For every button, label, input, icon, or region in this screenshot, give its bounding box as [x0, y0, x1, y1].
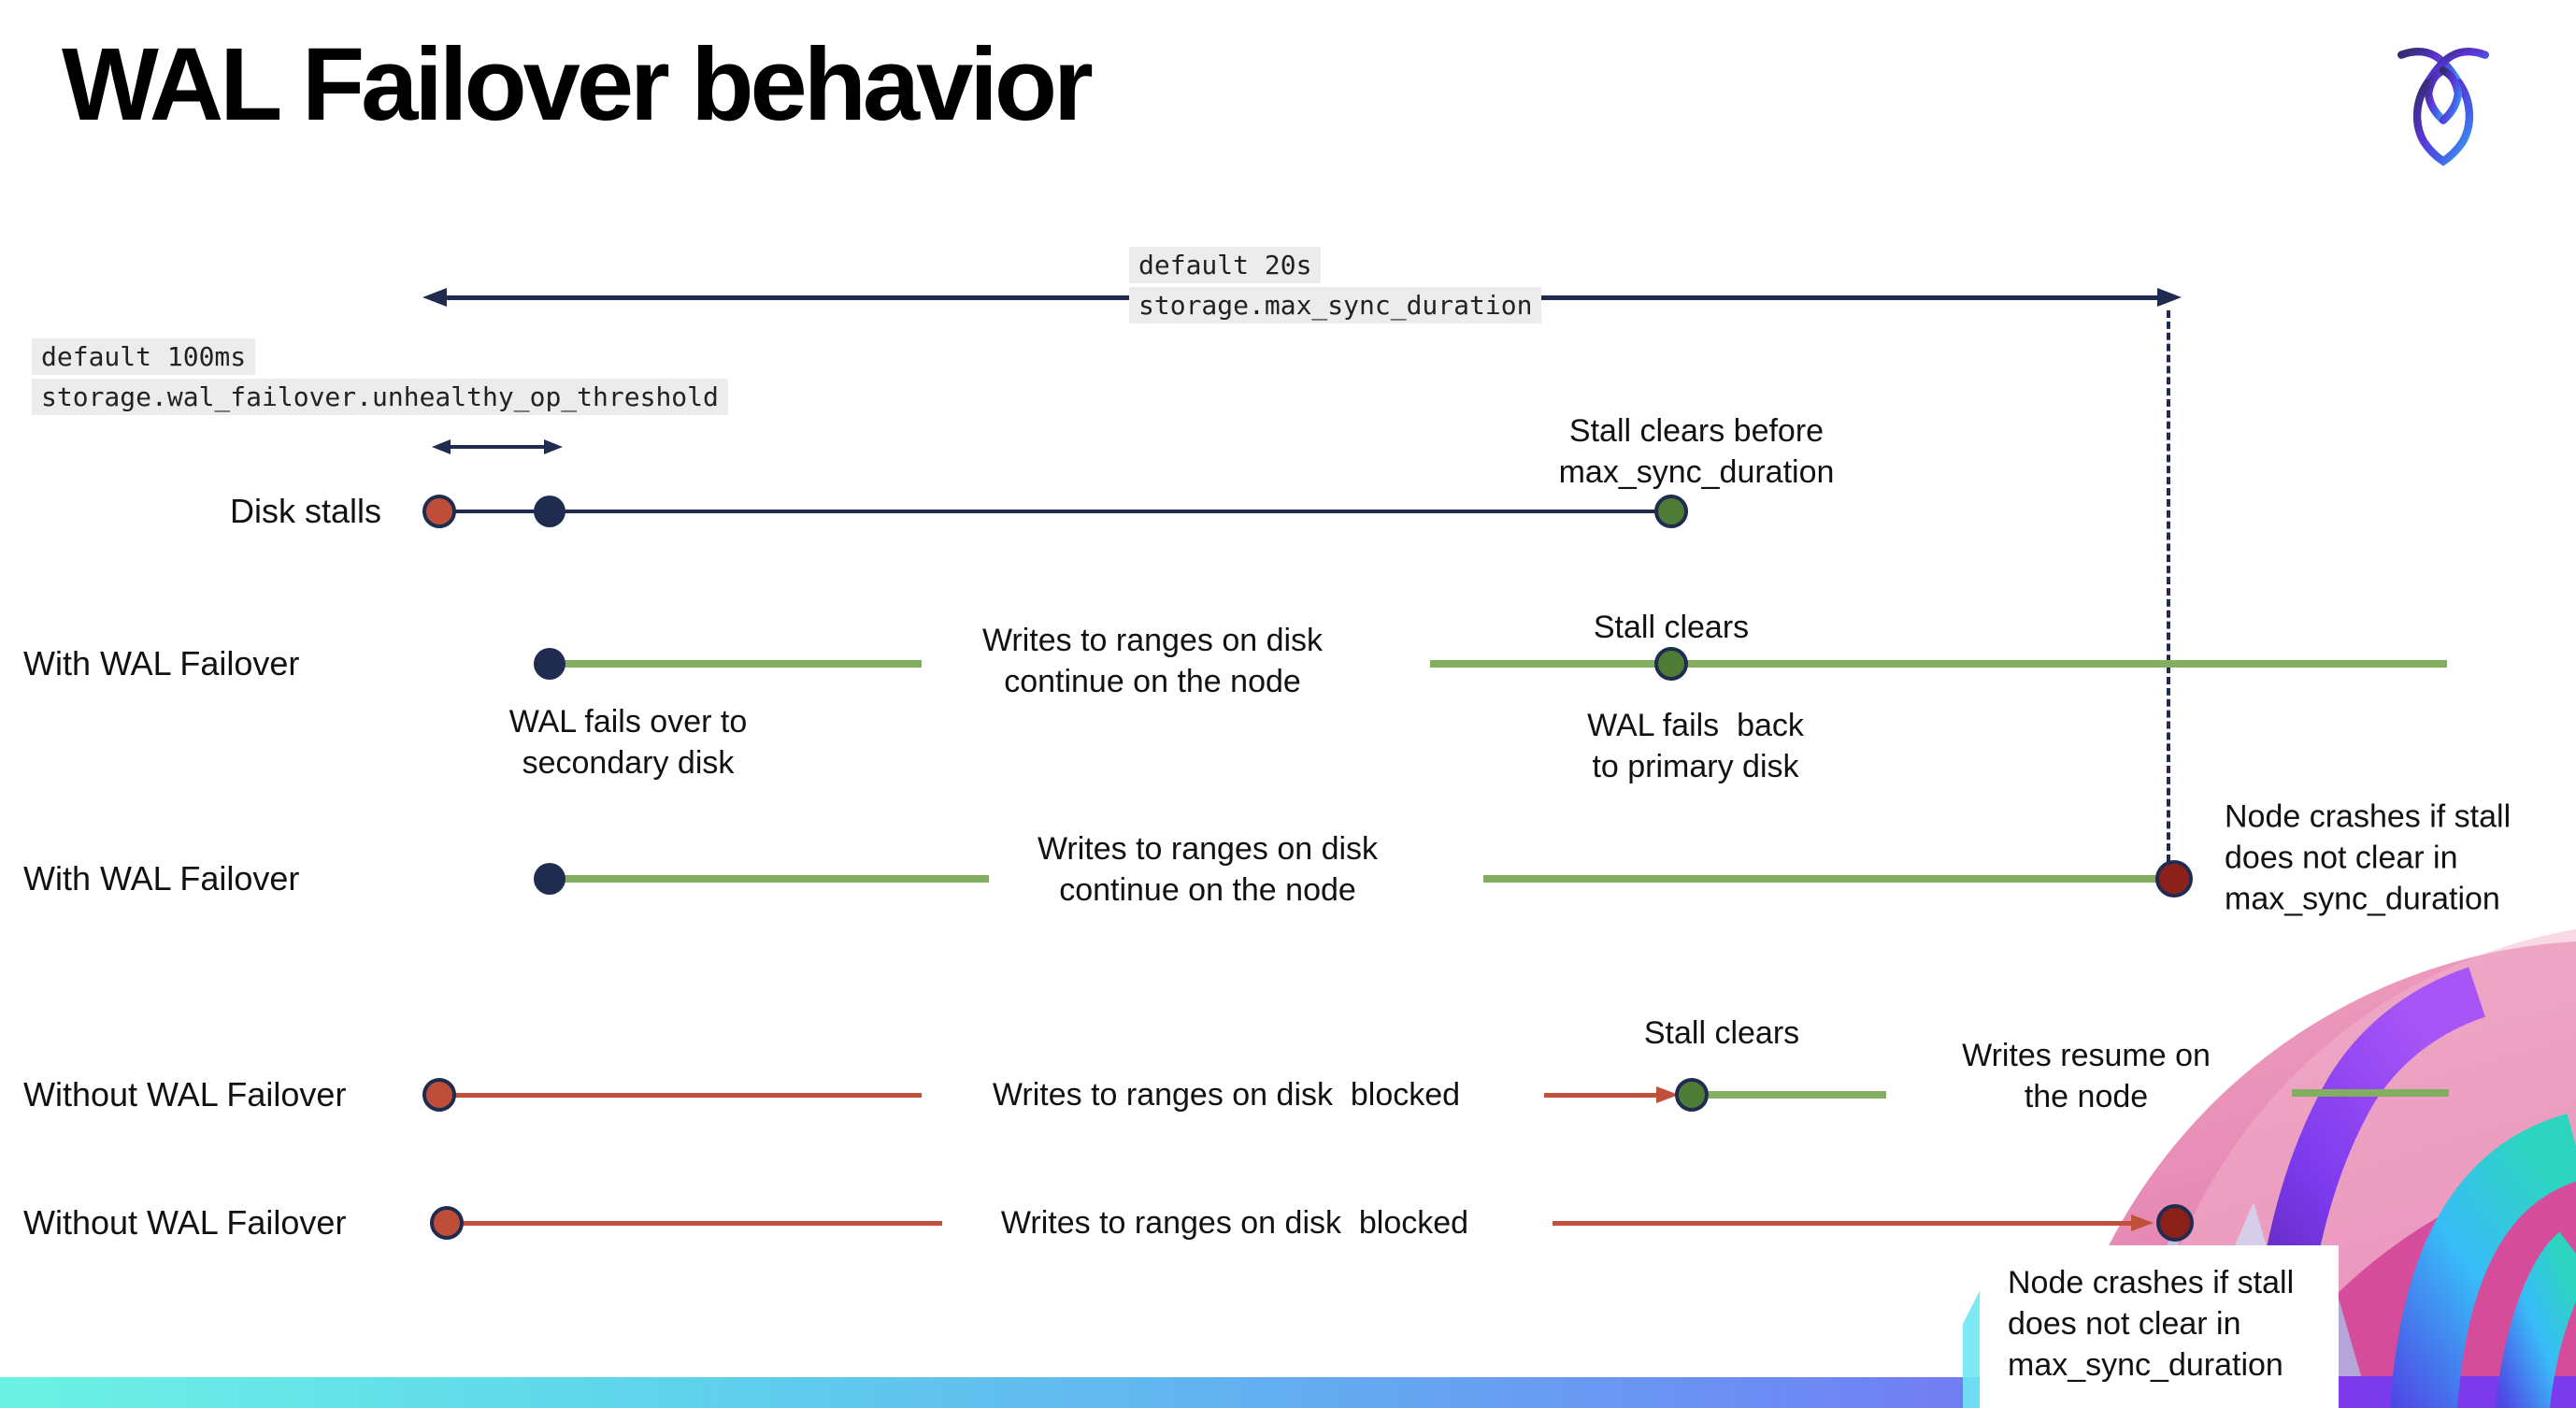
stall-start-dot-2 — [422, 1078, 456, 1112]
writes-resume-line-b — [2292, 1089, 2449, 1097]
unhealthy-op-threshold-label: default 100ms storage.wal_failover.unhea… — [32, 338, 728, 419]
row-label-with-wal-failover-1: With WAL Failover — [23, 644, 300, 682]
annotation-writes-blocked-2: Writes to ranges on disk blocked — [1000, 1204, 1469, 1241]
annotation-stall-clears-before: Stall clears before max_sync_duration — [1558, 412, 1835, 490]
blocked-arrow-head-icon-2 — [2131, 1214, 2154, 1231]
annotation-writes-continue-2: Writes to ranges on disk continue on the… — [1037, 830, 1379, 908]
arrow-right-head-icon — [2157, 288, 2182, 307]
annotation-wal-fails-back: WAL fails back to primary disk — [1587, 707, 1804, 784]
annotation-wal-fails-over: WAL fails over to secondary disk — [508, 703, 748, 781]
writes-blocked-line-1a — [455, 1093, 922, 1098]
stall-start-dot — [422, 495, 456, 528]
row-label-with-wal-failover-2: With WAL Failover — [23, 859, 300, 898]
annotation-writes-resume: Writes resume on the node — [1962, 1037, 2211, 1114]
row-label-without-wal-failover-1: Without WAL Failover — [23, 1075, 347, 1113]
node-crash-dot-2 — [2156, 1204, 2194, 1242]
writes-continue-line-2b — [1483, 875, 2161, 883]
max-sync-deadline-dashed-line — [2167, 310, 2170, 862]
annotation-node-crashes-1: Node crashes if stall does not clear in … — [2225, 798, 2512, 918]
stall-clears-dot-2 — [1654, 647, 1688, 681]
writes-continue-line-1a — [562, 660, 922, 668]
row-label-disk-stalls: Disk stalls — [230, 492, 382, 530]
arrow-left-head-icon — [422, 288, 447, 307]
disk-stall-timeline-line — [439, 510, 1671, 513]
max-sync-duration-label: default 20s storage.max_sync_duration — [1129, 247, 1542, 327]
writes-blocked-line-1b — [1544, 1093, 1660, 1098]
writes-resume-line-a — [1709, 1091, 1886, 1099]
stall-clears-dot-3 — [1675, 1078, 1709, 1112]
page-title: WAL Failover behavior — [62, 27, 1094, 142]
max-sync-default-text: default 20s — [1129, 247, 1322, 283]
wal-failover-dot — [534, 648, 565, 680]
writes-blocked-line-2b — [1553, 1221, 2135, 1226]
writes-continue-line-2a — [562, 875, 989, 883]
cockroachdb-logo-icon — [2397, 47, 2489, 166]
stall-clears-dot — [1654, 495, 1688, 528]
annotation-stall-clears-1: Stall clears — [1593, 609, 1750, 645]
annotation-writes-blocked-1: Writes to ranges on disk blocked — [992, 1076, 1461, 1113]
threshold-reached-dot — [534, 496, 565, 527]
max-sync-setting-text: storage.max_sync_duration — [1129, 287, 1542, 323]
blocked-arrow-head-icon-1 — [1656, 1086, 1679, 1103]
annotation-writes-continue-1: Writes to ranges on disk continue on the… — [981, 622, 1324, 699]
annotation-stall-clears-2: Stall clears — [1643, 1014, 1800, 1051]
threshold-arrow-line — [447, 445, 548, 449]
wal-failover-dot-2 — [534, 863, 565, 895]
threshold-setting-text: storage.wal_failover.unhealthy_op_thresh… — [32, 379, 728, 415]
threshold-default-text: default 100ms — [32, 338, 256, 375]
annotation-node-crashes-2: Node crashes if stall does not clear in … — [2008, 1265, 2295, 1384]
stall-start-dot-3 — [430, 1206, 464, 1240]
node-crash-callout-box: Node crashes if stall does not clear in … — [1980, 1245, 2339, 1408]
writes-continue-line-1b — [1430, 660, 2447, 668]
node-crash-dot-1 — [2155, 860, 2193, 898]
threshold-arrow-left-head-icon — [432, 439, 451, 454]
row-label-without-wal-failover-2: Without WAL Failover — [23, 1203, 347, 1242]
writes-blocked-line-2a — [463, 1221, 942, 1226]
threshold-arrow-right-head-icon — [544, 439, 563, 454]
